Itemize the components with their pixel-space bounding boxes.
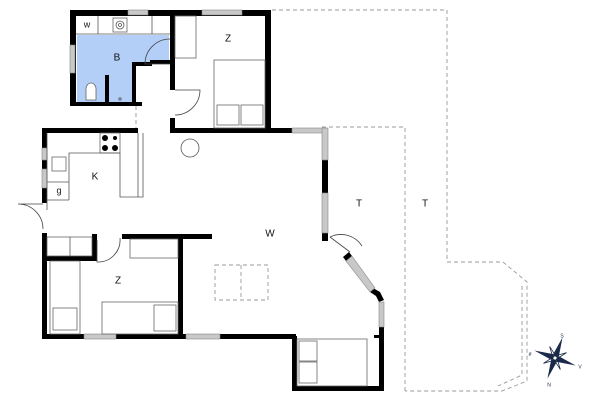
room-label-bedroom-south: Z <box>115 276 121 287</box>
room-label-terrace-inner: T <box>356 199 362 210</box>
terrace-outline <box>272 9 528 392</box>
compass-north-label: N <box>547 382 551 388</box>
room-label-kitchen: K <box>92 172 99 183</box>
bathroom-cutout <box>134 62 170 104</box>
compass-east-label: ø <box>528 351 531 357</box>
furniture <box>46 15 368 387</box>
compass-west-label: V <box>578 364 582 370</box>
room-label-living: W <box>265 229 275 240</box>
room-label-bedroom-north: Z <box>225 34 231 45</box>
doors <box>17 38 363 263</box>
room-label-terrace-outer: T <box>422 199 428 210</box>
room-label-washer: w <box>83 19 91 29</box>
compass-icon <box>534 337 576 379</box>
compass-south-label: S <box>560 333 564 339</box>
room-label-wardrobe: g <box>56 185 61 195</box>
room-label-bath: B <box>114 53 121 64</box>
